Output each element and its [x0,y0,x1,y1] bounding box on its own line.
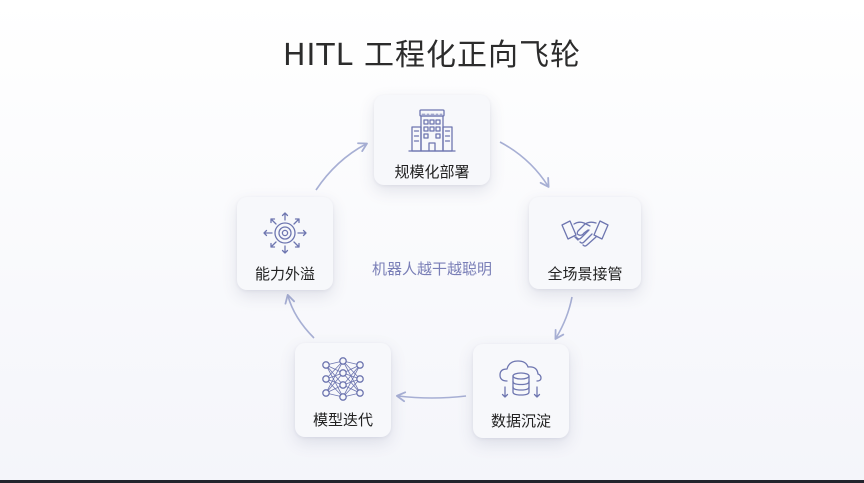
node-label: 规模化部署 [394,163,470,181]
node-label: 模型迭代 [312,411,373,429]
node-scale-deployment: 规模化部署 [374,95,490,185]
node-capability-spillover: 能力外溢 [237,197,333,290]
arrow-takeover-to-data [554,296,573,340]
node-full-scenario-takeover: 全场景接管 [529,197,641,289]
node-label: 全场景接管 [547,265,623,283]
neural-network-icon [317,355,369,403]
center-slogan: 机器人越干越聪明 [371,260,492,278]
node-label: 数据沉淀 [490,412,551,430]
node-label: 能力外溢 [254,265,315,283]
arrow-capability-to-deploy [315,142,368,191]
handshake-icon [559,209,611,257]
arrow-deploy-to-takeover [499,141,550,188]
arrow-model-to-capability [284,294,315,339]
radiating-capability-icon [259,209,311,257]
bottom-divider [0,480,864,483]
hotel-building-icon [406,107,458,155]
node-model-iteration: 模型迭代 [295,343,391,437]
node-data-accumulation: 数据沉淀 [473,344,569,438]
cloud-database-icon [495,356,547,404]
diagram-title: HITL 工程化正向飞轮 [283,38,581,73]
arrow-data-to-model [395,391,467,403]
